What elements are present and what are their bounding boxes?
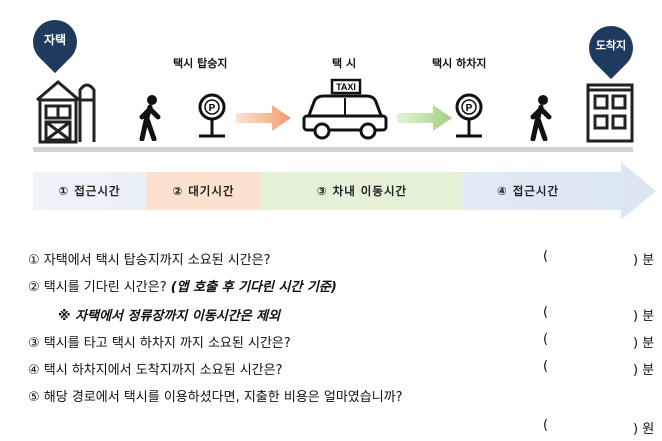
question-2-note: (앱 호출 후 기다린 시간 기준): [170, 280, 337, 295]
answer-open-paren: (: [543, 418, 549, 433]
svg-text:P: P: [466, 103, 473, 114]
origin-label: 자택: [43, 33, 67, 47]
question-2-remark: ※ 자택에서 정류장까지 이동시간은 제외: [58, 309, 281, 324]
question-2: ② 택시를 기다린 시간은? (앱 호출 후 기다린 시간 기준): [28, 280, 337, 295]
answer-unit-minutes: ) 분: [633, 336, 655, 351]
taxi-sign-text: TAXI: [336, 82, 356, 92]
answer-unit-minutes: ) 분: [633, 253, 655, 268]
answer-unit-minutes: ) 분: [633, 363, 655, 378]
taxi-label: 택 시: [332, 57, 357, 70]
taxi-dropoff-sign-icon: P: [455, 93, 483, 138]
answer-open-paren: (: [543, 359, 549, 374]
timeline-step-in-vehicle: ③ 차내 이동시간: [316, 184, 408, 198]
question-5: ⑤ 해당 경로에서 택시를 이용하셨다면, 지출한 비용은 얼마였습니까?: [28, 390, 403, 405]
ground-line: [33, 147, 633, 152]
building-icon: [586, 83, 634, 143]
question-4: ④ 택시 하차지에서 도착지까지 소요된 시간은?: [28, 363, 283, 378]
question-3: ③ 택시를 타고 택시 하차지 까지 소요된 시간은?: [28, 336, 291, 351]
taxi-dropoff-label: 택시 하차지: [432, 57, 487, 70]
timeline-arrow: [33, 162, 656, 220]
timeline-step-wait: ② 대기시간: [172, 184, 235, 198]
direction-arrow: [397, 105, 452, 131]
house-icon: [36, 80, 96, 144]
timeline-step-egress: ④ 접근시간: [496, 184, 560, 198]
answer-open-paren: (: [543, 249, 549, 264]
taxi-stop-sign-icon: P: [198, 93, 226, 138]
answer-unit-minutes: ) 분: [633, 309, 655, 324]
walking-person-icon: [530, 95, 552, 141]
destination-label: 도착지: [595, 39, 627, 52]
taxi-car-icon: TAXI: [302, 78, 388, 140]
taxi-stop-label: 택시 탑승지: [173, 57, 228, 70]
walking-person-icon: [139, 95, 161, 141]
svg-text:P: P: [209, 103, 216, 114]
answer-open-paren: (: [543, 332, 549, 347]
question-1: ① 자택에서 택시 탑승지까지 소요된 시간은?: [28, 253, 271, 268]
answer-unit-won: ) 원: [633, 422, 655, 437]
timeline-step-access: ① 접근시간: [58, 184, 121, 198]
direction-arrow: [236, 105, 291, 131]
answer-open-paren: (: [543, 305, 549, 320]
